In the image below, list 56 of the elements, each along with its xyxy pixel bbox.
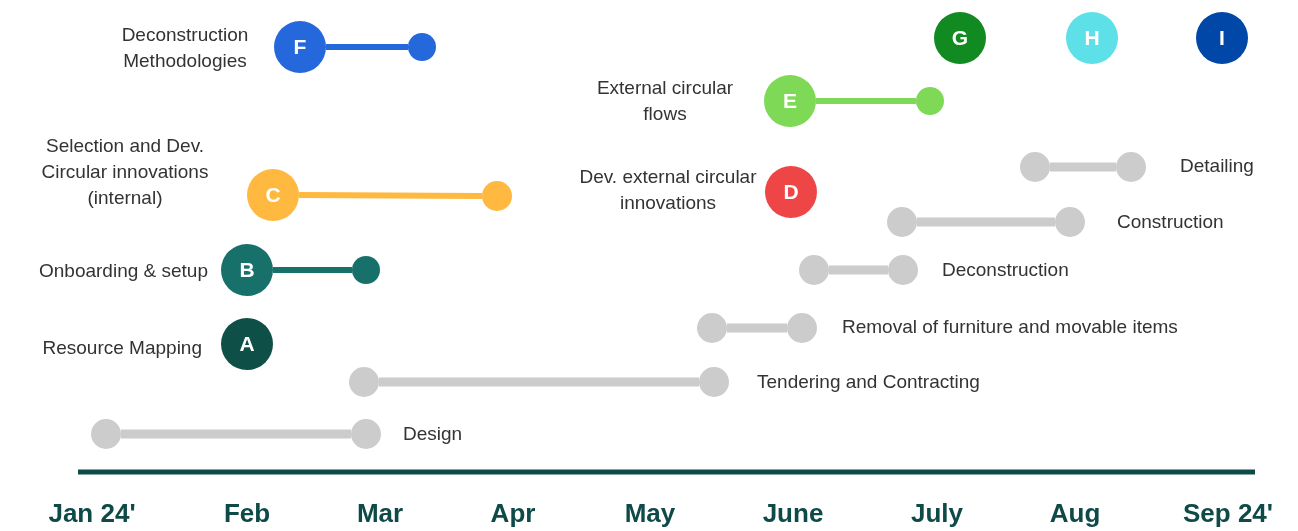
milestone-circle: E: [764, 75, 816, 127]
timeline-dot: [887, 207, 917, 237]
task-label: Onboarding & setup: [39, 258, 208, 283]
timeline-dot: [482, 181, 512, 211]
timeline-bar: [917, 217, 1055, 227]
milestone-circle: A: [221, 318, 273, 370]
timeline-dot: [1020, 152, 1050, 182]
timeline-dot: [1055, 207, 1085, 237]
task-label: Tendering and Contracting: [757, 369, 980, 394]
milestone-circle: D: [765, 166, 817, 218]
task-label: Selection and Dev. Circular innovations (internal): [40, 133, 210, 211]
timeline-bar: [1050, 162, 1116, 172]
task-label: Deconstruction: [942, 257, 1069, 282]
month-label: May: [624, 497, 676, 529]
timeline-dot: [799, 255, 829, 285]
timeline-bar: [121, 429, 351, 439]
timeline-bar: [829, 265, 888, 275]
timeline-bar: [379, 377, 699, 387]
timeline-dot: [91, 419, 121, 449]
month-label: July: [911, 497, 963, 529]
task-label: Resource Mapping: [42, 335, 202, 360]
month-label: Jan 24': [48, 497, 136, 529]
timeline-dot: [408, 33, 436, 61]
timeline-dot: [699, 367, 729, 397]
timeline-bar: [727, 323, 787, 333]
task-label: Dev. external circular innovations: [578, 164, 758, 215]
milestone-circle: B: [221, 244, 273, 296]
milestone-circle: C: [247, 169, 299, 221]
timeline-dot: [697, 313, 727, 343]
task-label: Construction: [1117, 209, 1224, 234]
task-label: Removal of furniture and movable items: [842, 314, 1178, 339]
timeline-bar: [326, 44, 408, 50]
timeline-dot: [888, 255, 918, 285]
month-label: June: [762, 497, 824, 529]
month-label: Apr: [490, 497, 536, 529]
month-label: Mar: [356, 497, 404, 529]
timeline-bar: [816, 98, 916, 104]
timeline-bar: [298, 192, 483, 199]
milestone-circle: G: [934, 12, 986, 64]
task-label: Detailing: [1180, 153, 1254, 178]
timeline-dot: [349, 367, 379, 397]
month-label: Feb: [223, 497, 271, 529]
timeline-dot: [1116, 152, 1146, 182]
milestone-circle: F: [274, 21, 326, 73]
month-label: Sep 24': [1183, 497, 1273, 529]
task-label: Deconstruction Methodologies: [120, 22, 250, 73]
milestone-circle: H: [1066, 12, 1118, 64]
timeline-dot: [351, 419, 381, 449]
timeline-dot: [352, 256, 380, 284]
timeline-dot: [787, 313, 817, 343]
timeline-bar: [273, 267, 352, 273]
month-label: Aug: [1049, 497, 1101, 529]
timeline-dot: [916, 87, 944, 115]
milestone-circle: I: [1196, 12, 1248, 64]
task-label: External circular flows: [595, 75, 735, 126]
task-label: Design: [403, 421, 463, 446]
